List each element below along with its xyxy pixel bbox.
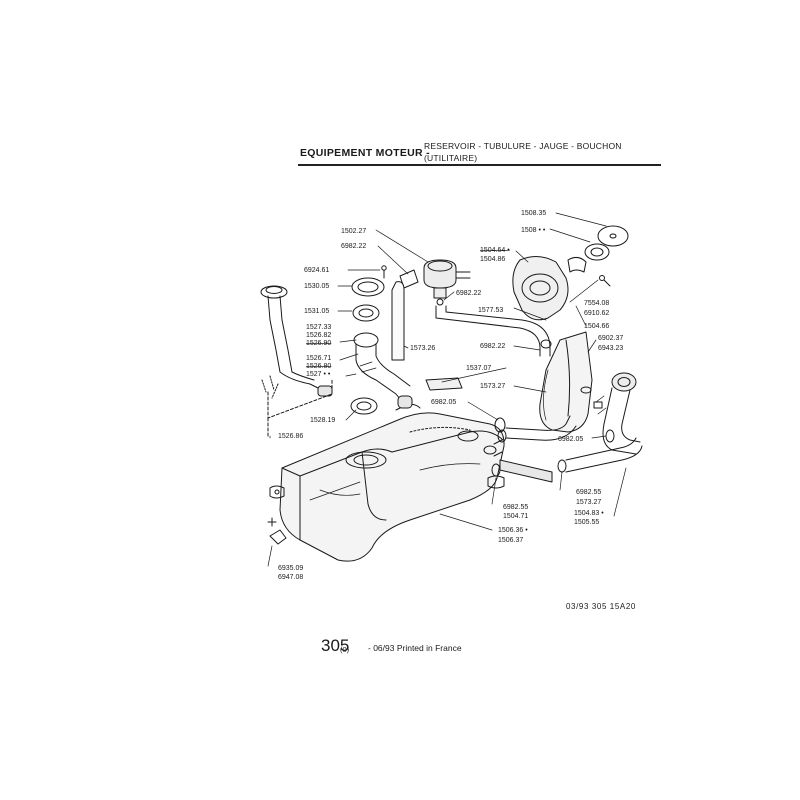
part-label-1504-64: 1504.64 •: [480, 247, 510, 254]
part-label-1506-36: 1506.36 •: [498, 527, 528, 534]
part-label-6982-55a: 6982.55: [576, 489, 601, 496]
part-label-6943-23: 6943.23: [598, 345, 623, 352]
part-label-6982-05a: 6982.05: [431, 399, 456, 406]
leader-lines: [267, 212, 627, 567]
part-label-1506-37: 1506.37: [498, 537, 523, 544]
part-label-1573-27a: 1573.27: [480, 383, 505, 390]
breather-valve-drawing: [391, 259, 552, 361]
print-note: - 06/93 Printed in France: [368, 643, 462, 653]
part-label-1528-19: 1528.19: [310, 417, 335, 424]
part-label-6982-05b: 6982.05: [558, 436, 583, 443]
part-label-1505-55: 1505.55: [574, 519, 599, 526]
part-label-6982-22b: 6982.22: [456, 290, 481, 297]
part-label-1526-86: 1526.86: [278, 433, 303, 440]
part-label-1504-71: 1504.71: [503, 513, 528, 520]
part-label-1527: 1527 • •: [306, 371, 331, 378]
filler-neck-drawing: [512, 225, 629, 433]
part-label-6910-62: 6910.62: [584, 310, 609, 317]
part-label-6947-08: 6947.08: [278, 574, 303, 581]
part-label-7554-08: 7554.08: [584, 300, 609, 307]
page-number: 305: [321, 636, 350, 655]
revision-mark: (0): [340, 645, 350, 654]
part-label-1508: 1508 • •: [521, 227, 546, 234]
part-label-1504-86: 1504.86: [480, 256, 505, 263]
fuel-tank-drawing: [269, 403, 505, 562]
part-label-6982-55b: 6982.55: [503, 504, 528, 511]
part-label-1526-80: 1526.80: [306, 363, 331, 370]
part-label-1531-05: 1531.05: [304, 308, 329, 315]
part-label-1577-53: 1577.53: [478, 307, 503, 314]
part-label-6902-37: 6902.37: [598, 335, 623, 342]
section-subtitle-line2: (UTILITAIRE): [424, 153, 478, 163]
section-subtitle-line1: RESERVOIR - TUBULURE - JAUGE - BOUCHON: [424, 141, 622, 151]
fuel-pump-sender-drawing: [353, 332, 413, 409]
part-label-1504-83: 1504.83 •: [574, 510, 604, 517]
part-label-1526-71: 1526.71: [306, 355, 331, 362]
part-label-1502-27: 1502.27: [341, 228, 366, 235]
part-label-1526-82: 1526.82: [306, 332, 331, 339]
connecting-hoses-drawing: [425, 377, 643, 483]
part-label-1530-05: 1530.05: [304, 283, 329, 290]
bolt-nut-drawing: [267, 517, 287, 545]
part-label-1573-27b: 1573.27: [576, 499, 601, 506]
part-label-1504-66: 1504.66: [584, 323, 609, 330]
catalog-code: 03/93 305 15A20: [566, 602, 636, 611]
part-label-1527-33: 1527.33: [306, 324, 331, 331]
header-rule: [298, 164, 661, 166]
part-label-1526-90: 1526.90: [306, 340, 331, 347]
fuel-gauge-sender-drawing: [260, 285, 333, 437]
part-label-6982-22a: 6982.22: [341, 243, 366, 250]
section-title: EQUIPEMENT MOTEUR -: [300, 147, 430, 159]
part-label-1508-35: 1508.35: [521, 210, 546, 217]
part-label-1537-07: 1537.07: [466, 365, 491, 372]
seal-rings-drawing: [350, 265, 387, 415]
part-label-6935-09: 6935.09: [278, 565, 303, 572]
part-labels: 1508.35 1508 • • 1504.64 • 1504.86 1502.…: [278, 210, 623, 581]
part-label-1573-26: 1573.26: [410, 345, 435, 352]
part-label-6924-61: 6924.61: [304, 267, 329, 274]
part-label-6982-22c: 6982.22: [480, 343, 505, 350]
